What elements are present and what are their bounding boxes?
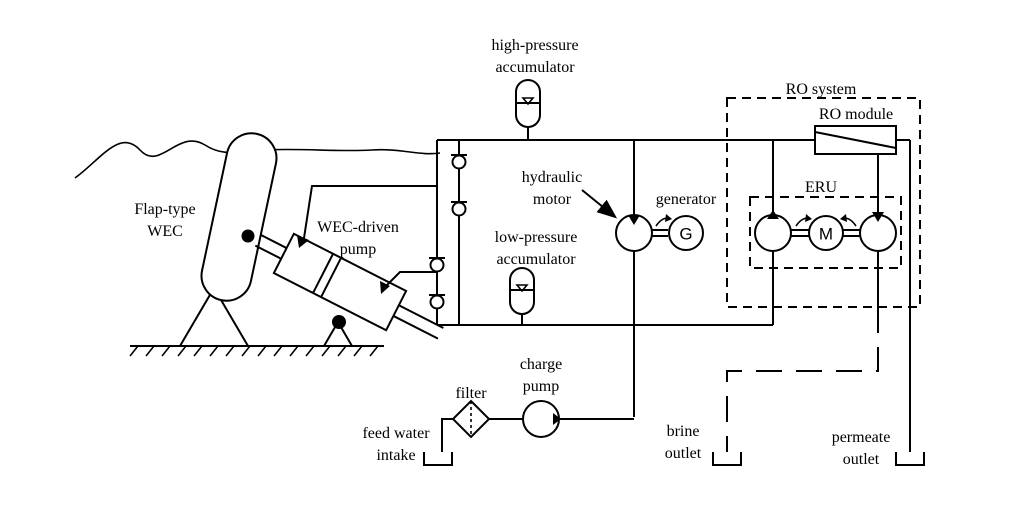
charge-pump-label-line2: pump (523, 378, 559, 395)
filter-label: filter (455, 385, 487, 402)
generator-symbol: G (679, 225, 692, 244)
generator-label: generator (656, 191, 717, 208)
low-pressure-accumulator (509, 267, 535, 325)
pump-mount (322, 315, 354, 347)
motor-generator-shaft (652, 214, 672, 237)
eru-pump-right (859, 212, 897, 252)
eru-label: ERU (805, 179, 837, 196)
flap-wec (178, 132, 278, 347)
brine-tank (712, 452, 742, 466)
hydraulic-motor (615, 214, 653, 252)
ro-module (814, 125, 897, 155)
pump-line-upper (303, 185, 437, 239)
motor-label-line2: motor (533, 191, 572, 208)
brine-line (726, 307, 879, 452)
brine-outlet-label-line1: brine (667, 423, 700, 440)
feed-water-label-line1: feed water (362, 425, 430, 442)
flap-wec-label-line2: WEC (147, 223, 183, 240)
flap-wec-label-line1: Flap-type (134, 201, 195, 218)
pump-port-left (297, 235, 309, 248)
pump-port-right (380, 281, 390, 294)
filter (451, 399, 491, 439)
check-valve-2 (451, 201, 467, 217)
eru-motor: M (808, 215, 844, 251)
feed-line (441, 418, 523, 452)
wec-pump-label-line2: pump (340, 241, 376, 258)
eru-motor-symbol: M (819, 225, 833, 244)
ro-system-label: RO system (786, 81, 857, 98)
brine-outlet-label-line2: outlet (665, 445, 702, 462)
check-valve-3 (429, 257, 445, 273)
high-pressure-accumulator (515, 79, 541, 140)
wec-pump-label-line1: WEC-driven (317, 219, 399, 236)
motor-label-line1: hydraulic (522, 169, 582, 186)
generator: G (668, 215, 704, 251)
eru-pump-left (754, 210, 792, 252)
seabed-ground (129, 345, 384, 357)
charge-pump (522, 400, 561, 438)
feed-water-label-line2: intake (376, 447, 415, 464)
motor-pointer-arrow (581, 189, 618, 219)
lp-accumulator-label-line2: accumulator (496, 251, 576, 268)
permeate-tank (895, 452, 925, 466)
feed-water-tank (423, 452, 453, 466)
ro-system-boundary (726, 97, 921, 308)
charge-pump-label-line1: charge (520, 356, 562, 373)
lp-accumulator-label-line1: low-pressure (495, 229, 578, 246)
ro-module-label: RO module (819, 106, 893, 123)
permeate-outlet-label-line2: outlet (843, 451, 880, 468)
eru-boundary (749, 196, 902, 269)
check-valve-1 (451, 154, 467, 170)
hydraulic-circuit (436, 139, 911, 452)
check-valve-4 (429, 294, 445, 310)
pump-line-lower (384, 271, 437, 288)
wec-driven-pump (254, 232, 444, 340)
hp-accumulator-label-line1: high-pressure (491, 37, 578, 54)
eru-shafts (791, 214, 860, 237)
permeate-outlet-label-line1: permeate (832, 429, 891, 446)
hp-accumulator-label-line2: accumulator (495, 59, 575, 76)
